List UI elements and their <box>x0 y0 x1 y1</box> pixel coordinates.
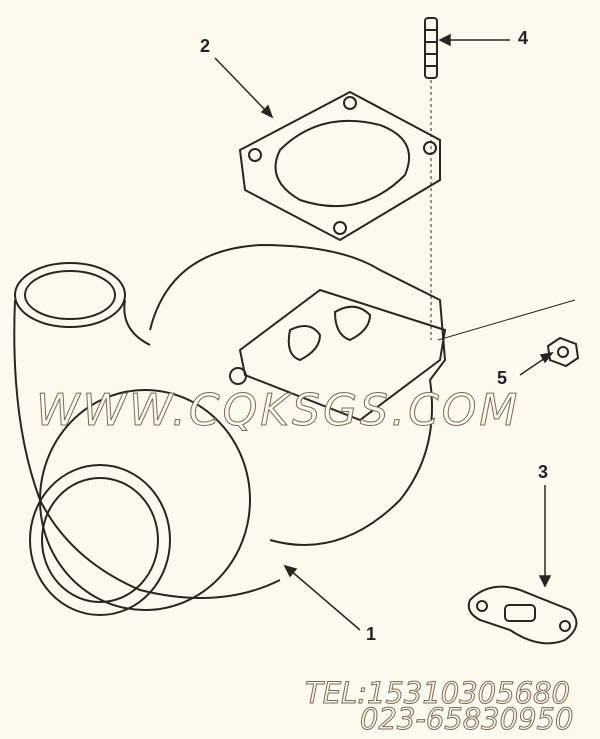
watermark-landline: 023-65830950 <box>359 702 574 737</box>
watermark-website: WWW.CQKSGS.COM <box>35 385 521 437</box>
stud-part-4 <box>424 17 438 340</box>
callout-3: 3 <box>538 462 549 482</box>
callout-2: 2 <box>200 36 211 56</box>
gasket-part-2 <box>238 90 441 242</box>
turbine-housing <box>149 243 447 546</box>
callout-1: 1 <box>366 624 377 644</box>
watermark-phone: TEL:15310305680 <box>305 676 571 711</box>
leader-arrows <box>214 33 554 631</box>
callout-5: 5 <box>497 368 508 388</box>
compressor-housing <box>13 262 281 616</box>
nut-part-5 <box>437 299 580 368</box>
callout-4: 4 <box>518 28 529 48</box>
gasket-part-3 <box>467 585 578 645</box>
